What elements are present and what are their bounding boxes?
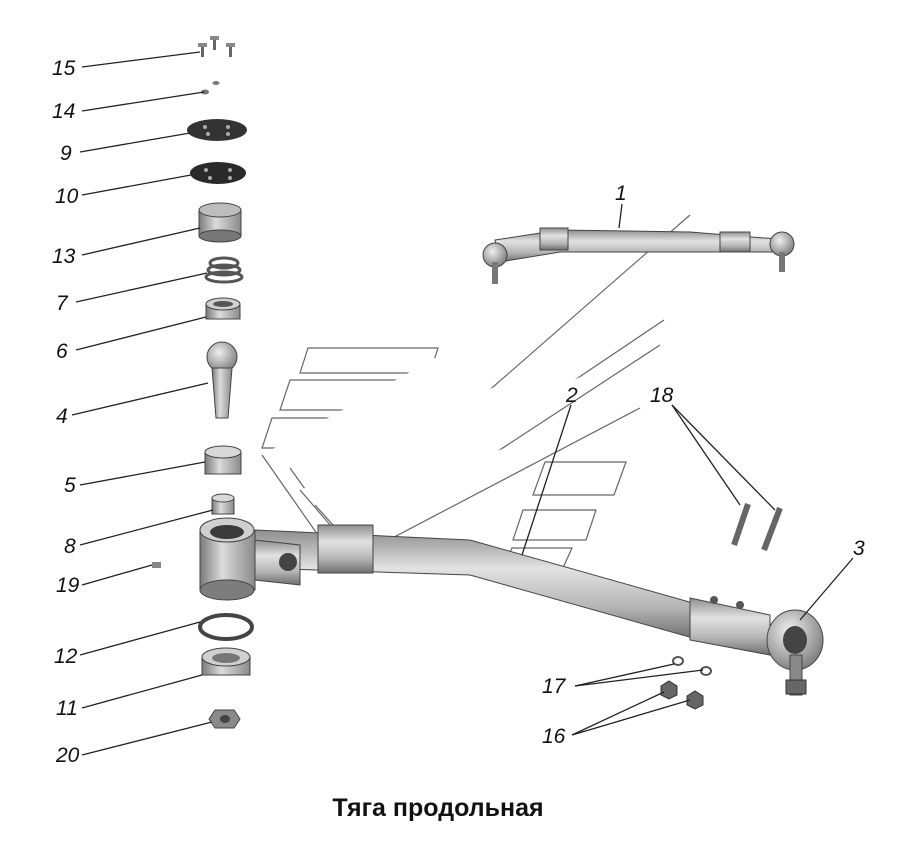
outline-slab-4 [532,461,627,496]
callout-20: 20 [55,744,80,767]
part-11-cap [201,647,251,676]
callout-1: 1 [615,182,627,205]
part-17-washers [672,656,712,676]
callout-12: 12 [54,645,78,668]
callout-17: 17 [542,675,567,698]
leader-lines [71,51,854,756]
schematic-outline [261,214,691,571]
right-parts [660,503,783,710]
part-4-ball-pin [206,341,238,419]
diagram-title: Тяга продольная [332,794,543,822]
part-15-screws [198,36,235,57]
part-20-nut [208,709,241,729]
part-19-grease-nipple [152,562,161,568]
part-7-spring [204,256,244,284]
part-10-gasket [190,162,246,184]
callout-19: 19 [56,574,80,597]
callout-3: 3 [853,537,865,560]
callout-15: 15 [52,57,76,80]
callout-6: 6 [56,340,68,363]
callout-11: 11 [56,697,78,720]
part-18-bolts [731,503,783,552]
part-9-plate [187,119,247,141]
part-8-insert [211,493,235,515]
callout-10: 10 [55,185,79,208]
part-14-washers [201,81,220,95]
callout-5: 5 [64,474,76,497]
callout-13: 13 [52,245,76,268]
part-12-ring [198,613,254,641]
callout-7: 7 [56,292,69,315]
ball-socket-housing [199,517,301,601]
callout-16: 16 [542,725,566,748]
callout-8: 8 [64,535,76,558]
callout-2: 2 [565,384,578,407]
part-16-nuts [660,680,704,710]
callout-numbers: 15 14 9 10 13 7 6 4 5 8 19 12 11 20 1 2 … [52,57,865,767]
exploded-parts [152,36,254,729]
part-5-bushing [204,445,242,475]
callout-4: 4 [56,405,68,428]
part-13-cup [198,202,242,243]
outline-slab-5 [512,509,597,541]
main-rod [254,524,771,656]
callout-9: 9 [60,142,72,165]
rod-end-joint [766,609,824,696]
assembled-rod [482,227,795,284]
callout-14: 14 [52,100,75,123]
part-6-ring [205,297,241,320]
callout-18: 18 [650,384,674,407]
